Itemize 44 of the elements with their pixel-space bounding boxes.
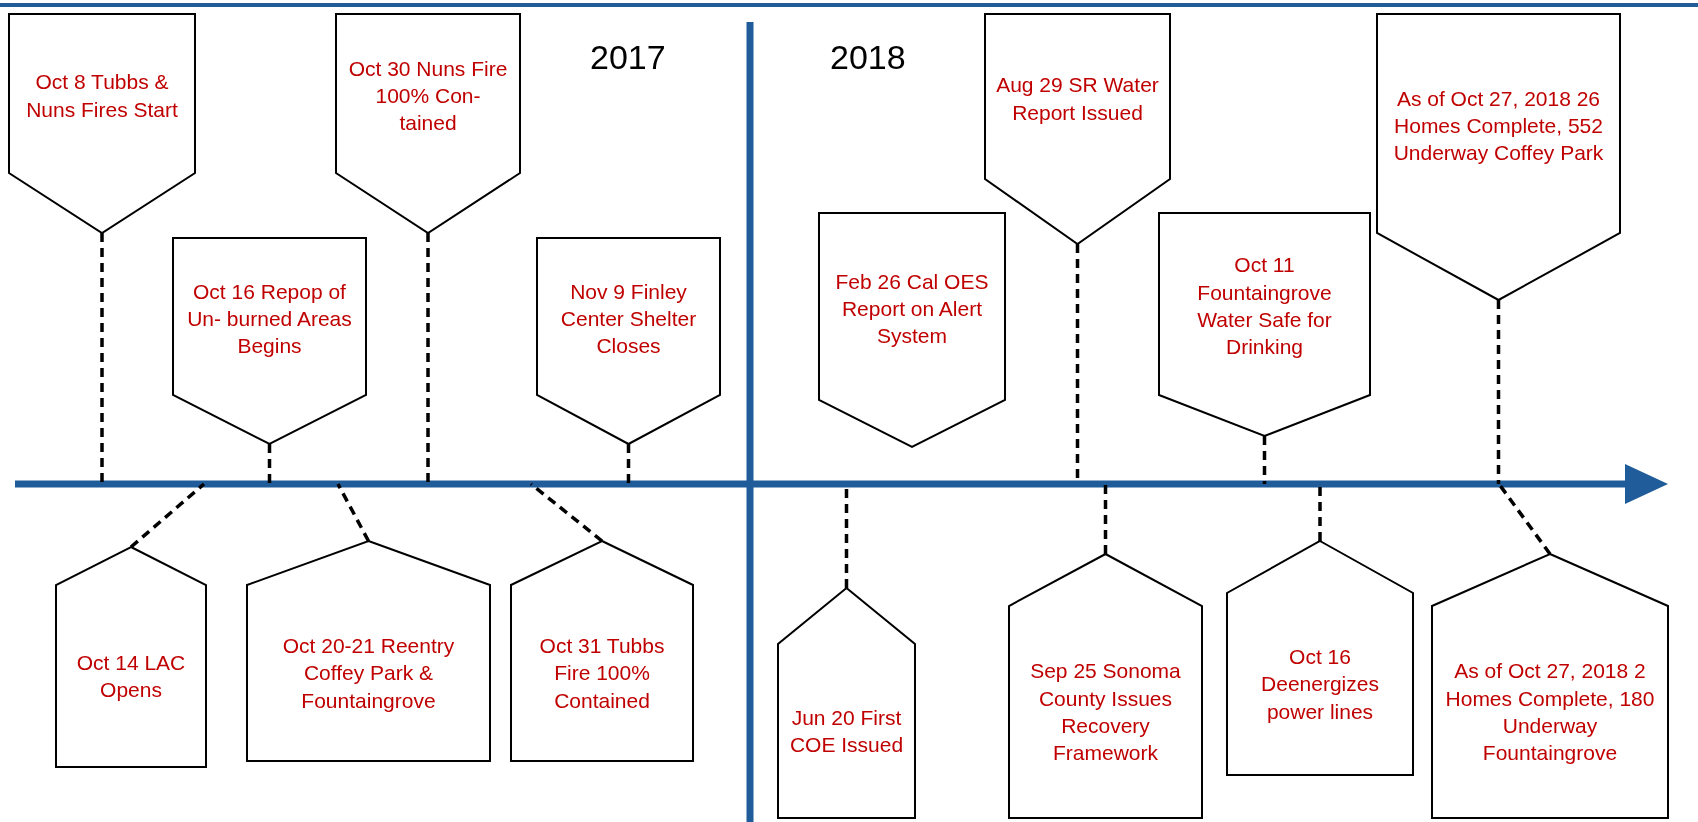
event-text: Oct 8 Tubbs & Nuns Fires Start — [25, 69, 179, 123]
dashed-connector — [529, 482, 604, 543]
event-text: Aug 29 SR Water Report Issued — [995, 72, 1160, 126]
callout-box — [819, 213, 1005, 447]
dashed-connector — [129, 482, 206, 549]
dashed-connector — [100, 233, 104, 484]
callout-box — [985, 14, 1170, 244]
dashed-connector — [426, 233, 430, 484]
event-text: Oct 14 LAC Opens — [75, 649, 187, 703]
callout-box — [1159, 213, 1370, 436]
dashed-connector — [626, 444, 631, 484]
callout-box — [56, 547, 206, 767]
year-label: 2018 — [830, 38, 906, 77]
callout-box — [1227, 541, 1413, 775]
event-text: Sep 25 Sonoma County Issues Recovery Framework — [1029, 658, 1182, 767]
event-text: Nov 9 Finley Center Shelter Closes — [559, 278, 698, 360]
event-text: Oct 16 Repop of Un- burned Areas Begins — [186, 278, 353, 360]
dashed-connector — [1497, 482, 1552, 556]
event-text: Feb 26 Cal OES Report on Alert System — [834, 268, 990, 350]
event-text: Oct 31 Tubbs Fire 100% Contained — [538, 633, 666, 714]
callout-box — [1377, 14, 1620, 300]
callout-box — [247, 541, 490, 761]
dashed-connector — [1318, 484, 1322, 541]
callout-box — [537, 238, 720, 444]
callout-box — [336, 14, 520, 233]
event-text: As of Oct 27, 2018 26 Homes Complete, 552 Underway Coffey Park — [1392, 85, 1605, 167]
dashed-connector — [1496, 300, 1501, 484]
event-text: Oct 16 Deenergizes power lines — [1260, 644, 1380, 725]
dashed-connector — [267, 444, 272, 484]
callout-box — [9, 14, 195, 233]
callout-box — [1009, 554, 1202, 818]
callout-box — [1432, 554, 1668, 818]
event-text: Oct 11 Fountaingrove Water Safe for Drinking — [1196, 252, 1333, 361]
event-text: Oct 30 Nuns Fire 100% Con- tained — [347, 55, 509, 137]
dashed-connector — [1103, 484, 1108, 554]
callout-box — [511, 541, 693, 761]
year-label: 2017 — [590, 38, 666, 77]
event-text: Oct 20-21 Reentry Coffey Park & Fountaingrove — [281, 633, 456, 714]
callout-box — [778, 588, 915, 818]
callout-box — [173, 238, 366, 444]
event-text: Jun 20 First COE Issued — [788, 704, 905, 758]
dashed-connector — [336, 483, 371, 542]
dashed-connector — [1262, 436, 1267, 484]
event-text: As of Oct 27, 2018 2 Homes Complete, 180 Underway Fountaingrove — [1444, 658, 1656, 767]
